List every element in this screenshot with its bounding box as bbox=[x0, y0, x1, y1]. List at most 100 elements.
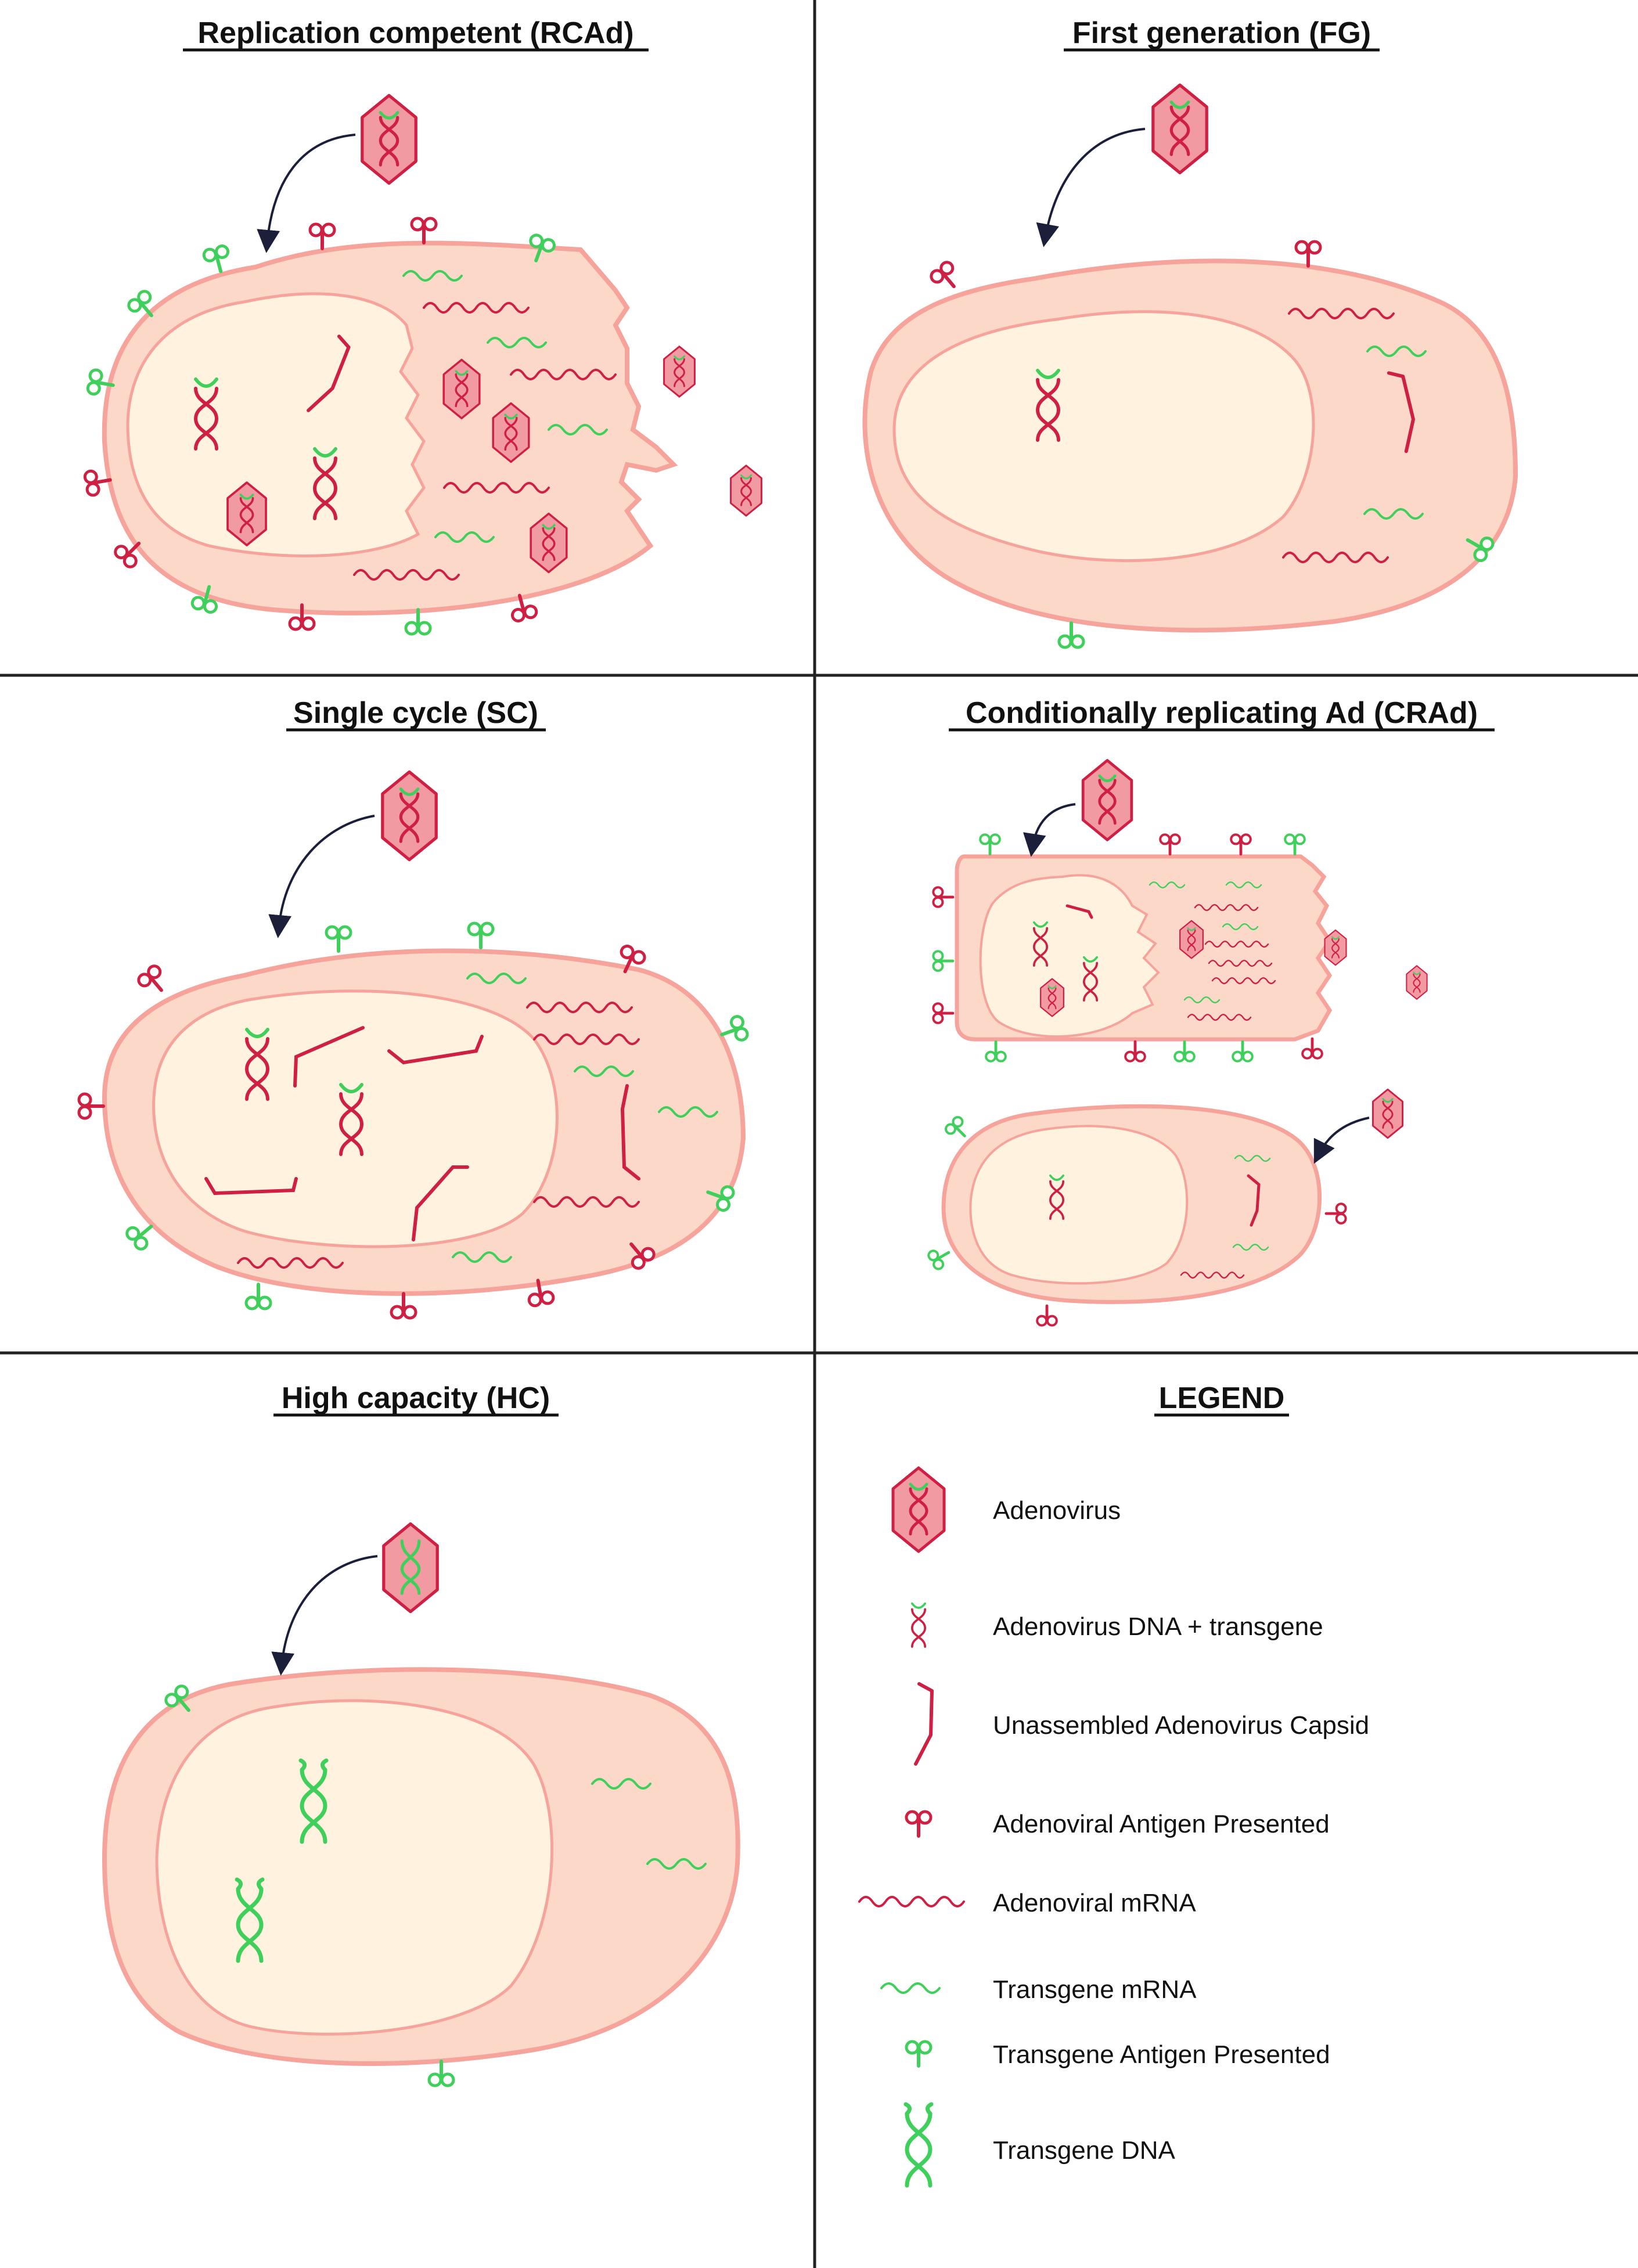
title-crad-text: Conditionally replicating Ad (CRAd) bbox=[966, 696, 1478, 730]
crad-nucleus-infected bbox=[979, 874, 1160, 1038]
rcad-virion-released-2 bbox=[730, 465, 762, 517]
legend-item-adeno-mrna: Adenoviral mRNA bbox=[858, 1889, 1196, 1917]
fg-incoming-virion bbox=[1153, 85, 1207, 172]
legend-item-tg-mrna: Transgene mRNA bbox=[880, 1975, 1197, 2004]
crad-tg-antigen-1 bbox=[980, 834, 1000, 854]
rcad-incoming-virion bbox=[362, 95, 416, 183]
crad-tg-antigen-7 bbox=[944, 1115, 972, 1143]
transgene-mrna-icon bbox=[880, 1982, 941, 1994]
fg-entry-arrow bbox=[1036, 128, 1146, 247]
sc-capsid-5 bbox=[620, 1084, 640, 1180]
legend-label-adeno-antigen: Adenoviral Antigen Presented bbox=[993, 1810, 1330, 1838]
sc-adv-antigen-3 bbox=[79, 1094, 103, 1118]
title-sc-text: Single cycle (SC) bbox=[293, 696, 538, 730]
rcad-adv-antigen-2 bbox=[412, 218, 436, 243]
title-rcad-text: Replication competent (RCAd) bbox=[197, 16, 633, 50]
sc-tg-antigen-2 bbox=[469, 923, 493, 948]
legend-item-capsid: Unassembled Adenovirus Capsid bbox=[916, 1684, 1369, 1764]
panel-crad bbox=[927, 761, 1428, 1326]
sc-tg-antigen-1 bbox=[326, 927, 351, 951]
crad-virion-released-2 bbox=[1406, 965, 1428, 1000]
adenoviral-mrna-icon bbox=[858, 1896, 965, 1907]
crad-tg-antigen-6 bbox=[1233, 1042, 1252, 1061]
sc-tg-antigen-6 bbox=[246, 1284, 271, 1309]
fg-adv-antigen-2 bbox=[1296, 242, 1320, 266]
panel-hc bbox=[102, 1524, 740, 2086]
panel-title-fg: First generation (FG) bbox=[1064, 16, 1380, 52]
legend-item-adeno-antigen: Adenoviral Antigen Presented bbox=[906, 1810, 1330, 1838]
panel-fg bbox=[862, 85, 1518, 647]
fg-adv-antigen-1 bbox=[929, 260, 963, 294]
legend-label-adenovirus-dna: Adenovirus DNA + transgene bbox=[993, 1612, 1323, 1641]
hc-nucleus bbox=[155, 1699, 553, 2036]
panel-rcad bbox=[84, 95, 762, 634]
title-legend-text: LEGEND bbox=[1159, 1381, 1285, 1415]
sc-adv-antigen-5 bbox=[391, 1294, 416, 1318]
crad-entry-arrow-2 bbox=[1313, 1117, 1370, 1164]
legend-label-adeno-mrna: Adenoviral mRNA bbox=[993, 1889, 1196, 1917]
legend-label-tg-mrna: Transgene mRNA bbox=[993, 1975, 1197, 2004]
crad-nucleus-normal bbox=[969, 1125, 1189, 1285]
crad-adv-antigen-6 bbox=[1302, 1039, 1322, 1059]
title-hc-text: High capacity (HC) bbox=[282, 1381, 550, 1415]
sc-adv-antigen-1 bbox=[136, 964, 171, 998]
legend-label-capsid: Unassembled Adenovirus Capsid bbox=[993, 1711, 1369, 1740]
adenovirus-dna-transgene-icon bbox=[910, 1602, 927, 1648]
panel-title-legend: LEGEND bbox=[1154, 1381, 1289, 1417]
transgene-dna-icon bbox=[906, 2104, 931, 2186]
crad-tg-antigen-3 bbox=[933, 951, 953, 971]
rcad-virion-released-1 bbox=[663, 345, 696, 398]
hc-entry-arrow bbox=[271, 1555, 378, 1676]
panel-title-rcad: Replication competent (RCAd) bbox=[183, 16, 649, 52]
crad-capsid-1 bbox=[1065, 904, 1093, 919]
crad-capsid-2 bbox=[1247, 1174, 1261, 1227]
panel-title-hc: High capacity (HC) bbox=[273, 1381, 559, 1417]
crad-tg-antigen-4 bbox=[986, 1042, 1006, 1061]
capsid-fragment-icon bbox=[916, 1684, 932, 1764]
fg-nucleus bbox=[892, 310, 1315, 563]
transgene-antigen-icon bbox=[906, 2042, 931, 2066]
hc-tg-antigen-2 bbox=[429, 2061, 453, 2086]
panel-title-sc: Single cycle (SC) bbox=[286, 696, 546, 732]
sc-entry-arrow bbox=[268, 815, 375, 938]
rcad-adv-antigen-1 bbox=[310, 224, 334, 249]
sc-capsid-1 bbox=[293, 1026, 365, 1088]
crad-adv-antigen-7 bbox=[1326, 1204, 1346, 1223]
sc-capsid-3 bbox=[204, 1177, 298, 1196]
crad-incoming-virion-2 bbox=[1372, 1088, 1403, 1139]
crad-adv-antigen-1 bbox=[1160, 834, 1180, 854]
sc-incoming-virion bbox=[383, 772, 436, 859]
sc-capsid-2 bbox=[387, 1035, 484, 1065]
rcad-tg-antigen-1 bbox=[203, 244, 232, 274]
crad-tg-antigen-8 bbox=[927, 1244, 953, 1270]
crad-adv-antigen-3 bbox=[933, 887, 953, 907]
crad-entry-arrow-1 bbox=[1023, 803, 1076, 857]
crad-tg-antigen-5 bbox=[1175, 1042, 1194, 1061]
legend-label-adenovirus: Adenovirus bbox=[993, 1496, 1121, 1525]
legend-item-tg-antigen: Transgene Antigen Presented bbox=[906, 2040, 1330, 2069]
legend-label-tg-dna: Transgene DNA bbox=[993, 2136, 1175, 2165]
legend-item-adenovirus-dna: Adenovirus DNA + transgene bbox=[910, 1602, 1323, 1648]
adenoviral-antigen-icon bbox=[906, 1812, 931, 1836]
crad-adv-antigen-8 bbox=[1037, 1306, 1057, 1326]
adenovirus-icon bbox=[893, 1468, 944, 1551]
legend-item-adenovirus: Adenovirus bbox=[893, 1468, 1121, 1551]
legend-label-tg-antigen: Transgene Antigen Presented bbox=[993, 2040, 1330, 2069]
hc-incoming-virion bbox=[384, 1524, 437, 1611]
panel-legend: Adenovirus Adenovirus DNA + transgene Un… bbox=[858, 1468, 1369, 2186]
sc-capsid-4 bbox=[412, 1165, 469, 1241]
crad-adv-antigen-2 bbox=[1231, 834, 1251, 854]
crad-incoming-virion-1 bbox=[1083, 761, 1132, 840]
crad-tg-antigen-2 bbox=[1285, 834, 1305, 854]
title-fg-text: First generation (FG) bbox=[1072, 16, 1371, 50]
crad-adv-antigen-4 bbox=[933, 1003, 953, 1023]
fg-tg-antigen-2 bbox=[1059, 623, 1083, 647]
panel-sc bbox=[79, 772, 749, 1318]
crad-adv-antigen-5 bbox=[1125, 1042, 1145, 1061]
rcad-entry-arrow bbox=[257, 134, 356, 253]
rcad-nucleus bbox=[126, 292, 426, 557]
panel-title-crad: Conditionally replicating Ad (CRAd) bbox=[949, 696, 1495, 732]
legend-item-tg-dna: Transgene DNA bbox=[906, 2104, 1175, 2186]
